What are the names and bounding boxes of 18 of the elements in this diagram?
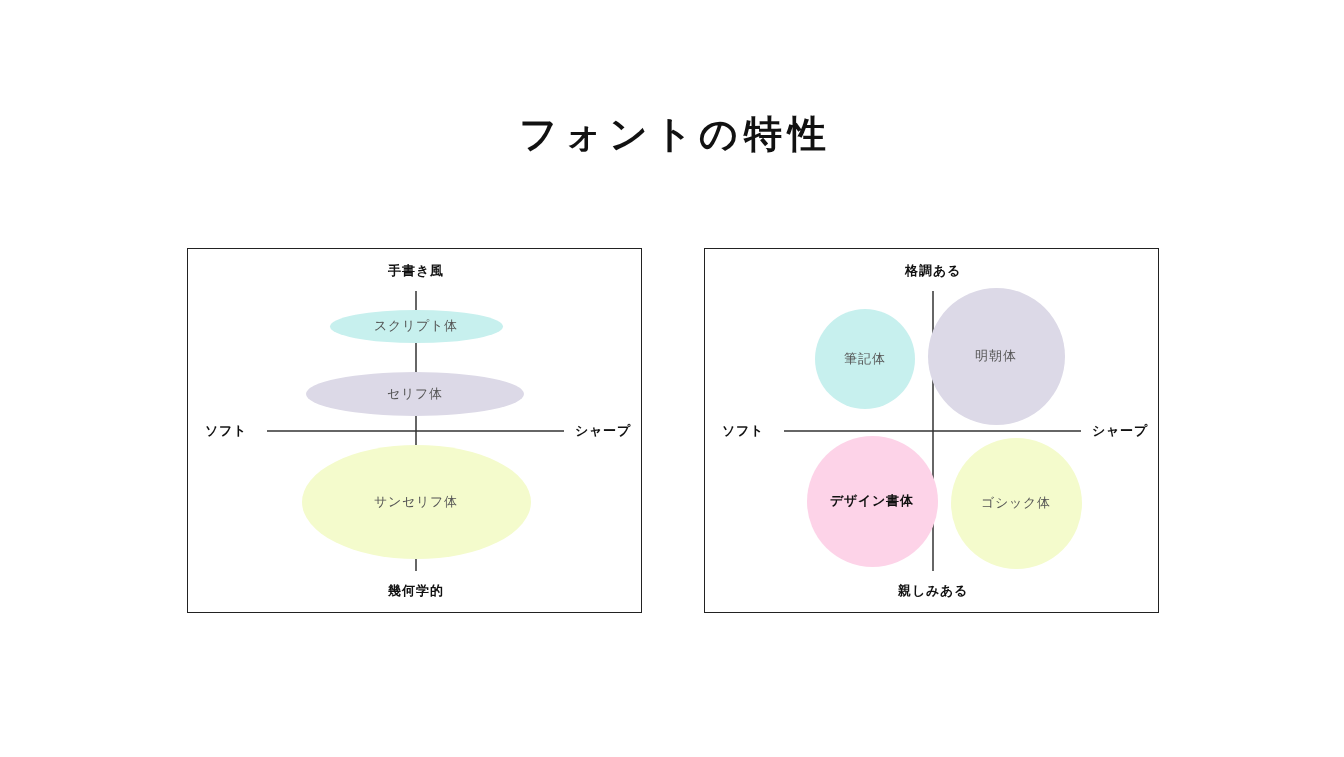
category-label: スクリプト体: [374, 318, 458, 334]
axis-label: シャープ: [1092, 423, 1148, 439]
axis-label: ソフト: [205, 423, 247, 439]
category-label: セリフ体: [387, 386, 443, 402]
diagram-title: フォントの特性: [517, 112, 832, 156]
axis-label: シャープ: [575, 423, 631, 439]
positioning-map-panel: [704, 248, 1159, 613]
category-label: ゴシック体: [981, 495, 1051, 511]
category-label: 明朝体: [975, 348, 1017, 364]
axis-label: 幾何学的: [388, 583, 444, 599]
axis-label: 手書き風: [388, 263, 444, 279]
axis-label: ソフト: [722, 423, 764, 439]
axis-label: 格調ある: [905, 263, 961, 279]
category-label: サンセリフ体: [374, 494, 458, 510]
axis-label: 親しみある: [898, 583, 968, 599]
positioning-map-panel: [187, 248, 642, 613]
category-label: デザイン書体: [830, 493, 914, 509]
category-label: 筆記体: [844, 351, 886, 367]
